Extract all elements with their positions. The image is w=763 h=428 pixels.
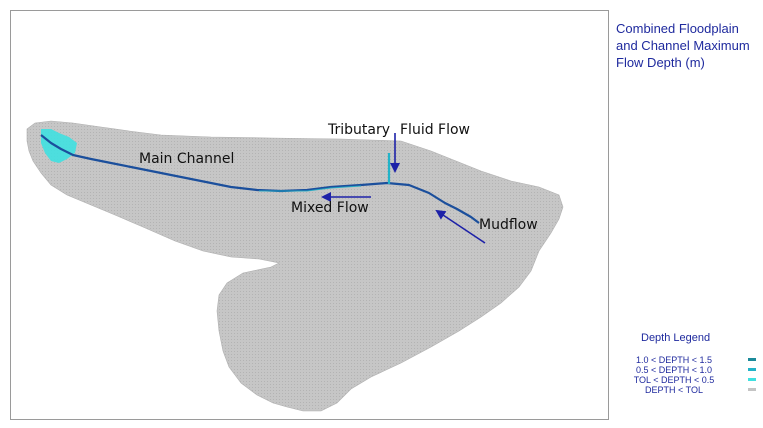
tributary-label: Tributary (328, 122, 391, 138)
legend-swatch (748, 358, 756, 361)
legend-item: DEPTH < TOL (624, 385, 756, 395)
floodplain-area (26, 120, 564, 412)
legend-item: 0.5 < DEPTH < 1.0 (624, 365, 756, 375)
mixed-flow-label: Mixed Flow (291, 200, 369, 216)
mudflow-label: Mudflow (479, 217, 538, 233)
legend-item: 1.0 < DEPTH < 1.5 (624, 355, 756, 365)
legend-item-label: TOL < DEPTH < 0.5 (633, 375, 715, 385)
floodplain-map-svg (26, 120, 564, 412)
legend-item: TOL < DEPTH < 0.5 (624, 375, 756, 385)
channel-highlight (259, 185, 362, 192)
flow-depth-map: Main Channel Tributary Fluid Flow Mixed … (10, 10, 609, 420)
legend-title: Depth Legend (641, 332, 711, 344)
legend-swatch (748, 368, 756, 371)
fluid-flow-label: Fluid Flow (400, 122, 470, 138)
plot-title: Combined Floodplain and Channel Maximum … (616, 21, 750, 70)
shallow-depth-zone (41, 129, 77, 163)
legend-swatch (748, 378, 756, 381)
legend-swatch (748, 388, 756, 391)
legend-item-label: DEPTH < TOL (645, 385, 703, 395)
main-channel-line (40, 134, 480, 224)
main-channel-label: Main Channel (139, 151, 235, 167)
legend-item-label: 0.5 < DEPTH < 1.0 (635, 365, 713, 375)
legend-item-label: 1.0 < DEPTH < 1.5 (635, 355, 713, 365)
mudflow-arrow (435, 209, 486, 244)
